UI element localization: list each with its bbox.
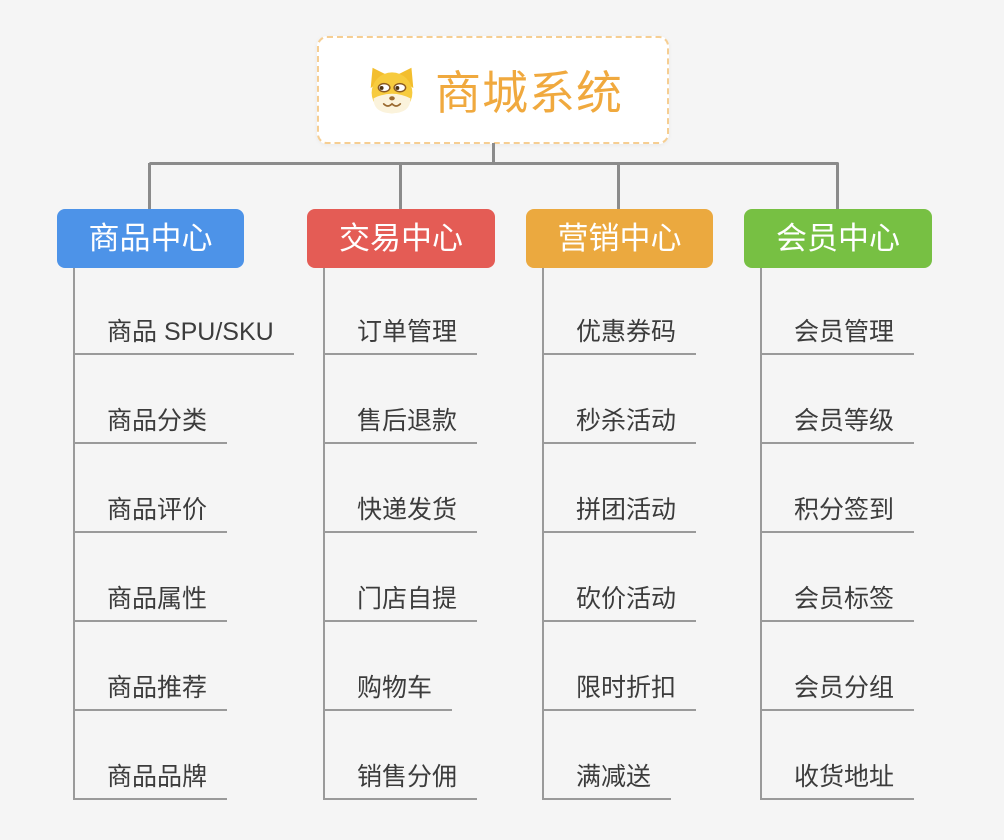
- subtopic-flash-sale[interactable]: 秒杀活动: [542, 406, 697, 444]
- branch-node-product[interactable]: 商品中心: [57, 209, 244, 268]
- subtopic-product-category[interactable]: 商品分类: [73, 406, 228, 444]
- root-topic[interactable]: 商城系统: [317, 36, 669, 144]
- subtopic-member-level[interactable]: 会员等级: [760, 406, 915, 444]
- subtopic-full-reduction[interactable]: 满减送: [542, 762, 672, 800]
- branch-trunk-trade: [323, 268, 325, 800]
- connector-stub-member: [836, 163, 839, 209]
- branch-trunk-member: [760, 268, 762, 800]
- connector-stub-marketing: [617, 163, 620, 209]
- subtopic-time-discount[interactable]: 限时折扣: [542, 673, 697, 711]
- subtopic-coupon-code[interactable]: 优惠券码: [542, 317, 697, 355]
- connector-stub-product: [148, 163, 151, 209]
- branch-node-marketing[interactable]: 营销中心: [526, 209, 713, 268]
- doge-icon: [370, 67, 414, 114]
- subtopic-sales-commission[interactable]: 销售分佣: [323, 762, 478, 800]
- subtopic-group-buy[interactable]: 拼团活动: [542, 495, 697, 533]
- subtopic-product-attribute[interactable]: 商品属性: [73, 584, 228, 622]
- subtopic-product-recommend[interactable]: 商品推荐: [73, 673, 228, 711]
- branch-node-trade[interactable]: 交易中心: [307, 209, 495, 268]
- subtopic-shipping-address[interactable]: 收货地址: [760, 762, 915, 800]
- connector-root-stem: [492, 143, 495, 164]
- branch-trunk-marketing: [542, 268, 544, 800]
- subtopic-product-review[interactable]: 商品评价: [73, 495, 228, 533]
- connector-rail: [149, 162, 839, 165]
- root-title: 商城系统: [435, 67, 623, 119]
- branch-node-member[interactable]: 会员中心: [744, 209, 932, 268]
- subtopic-member-group[interactable]: 会员分组: [760, 673, 915, 711]
- subtopic-bargain-activity[interactable]: 砍价活动: [542, 584, 697, 622]
- subtopic-store-pickup[interactable]: 门店自提: [323, 584, 478, 622]
- connector-stub-trade: [399, 163, 402, 209]
- subtopic-aftersale-refund[interactable]: 售后退款: [323, 406, 478, 444]
- branch-trunk-product: [73, 268, 75, 800]
- subtopic-product-brand[interactable]: 商品品牌: [73, 762, 228, 800]
- subtopic-points-checkin[interactable]: 积分签到: [760, 495, 915, 533]
- subtopic-shopping-cart[interactable]: 购物车: [323, 673, 453, 711]
- subtopic-express-delivery[interactable]: 快递发货: [323, 495, 478, 533]
- subtopic-order-manage[interactable]: 订单管理: [323, 317, 478, 355]
- subtopic-member-manage[interactable]: 会员管理: [760, 317, 915, 355]
- subtopic-product-spu-sku[interactable]: 商品 SPU/SKU: [73, 317, 294, 355]
- subtopic-member-tag[interactable]: 会员标签: [760, 584, 915, 622]
